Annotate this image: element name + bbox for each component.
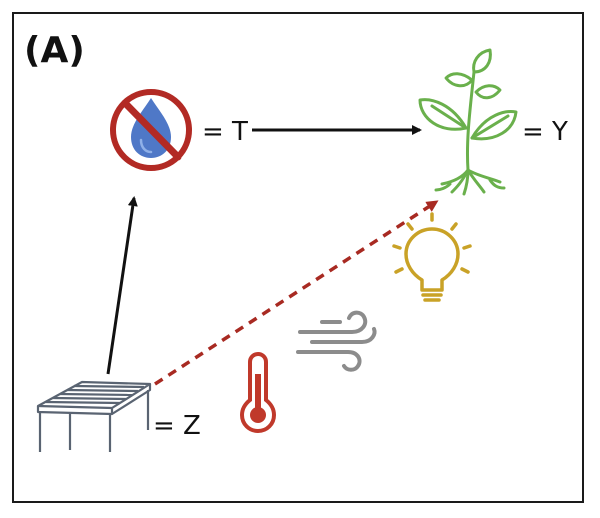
outcome-label: = Y (522, 117, 568, 147)
wind-icon (296, 310, 377, 372)
arrow-z-to-t (106, 196, 138, 375)
plant-icon (418, 48, 518, 196)
arrow-z-to-y-dashed (154, 200, 439, 386)
panel-label: (A) (24, 30, 85, 71)
treatment-label: = T (202, 117, 248, 147)
instrument-label: = Z (153, 411, 201, 441)
thermometer-icon (239, 351, 277, 434)
no-water-icon (110, 89, 192, 171)
shade-structure-icon (36, 380, 152, 452)
diagram-frame (12, 12, 584, 503)
lightbulb-icon (392, 212, 472, 302)
